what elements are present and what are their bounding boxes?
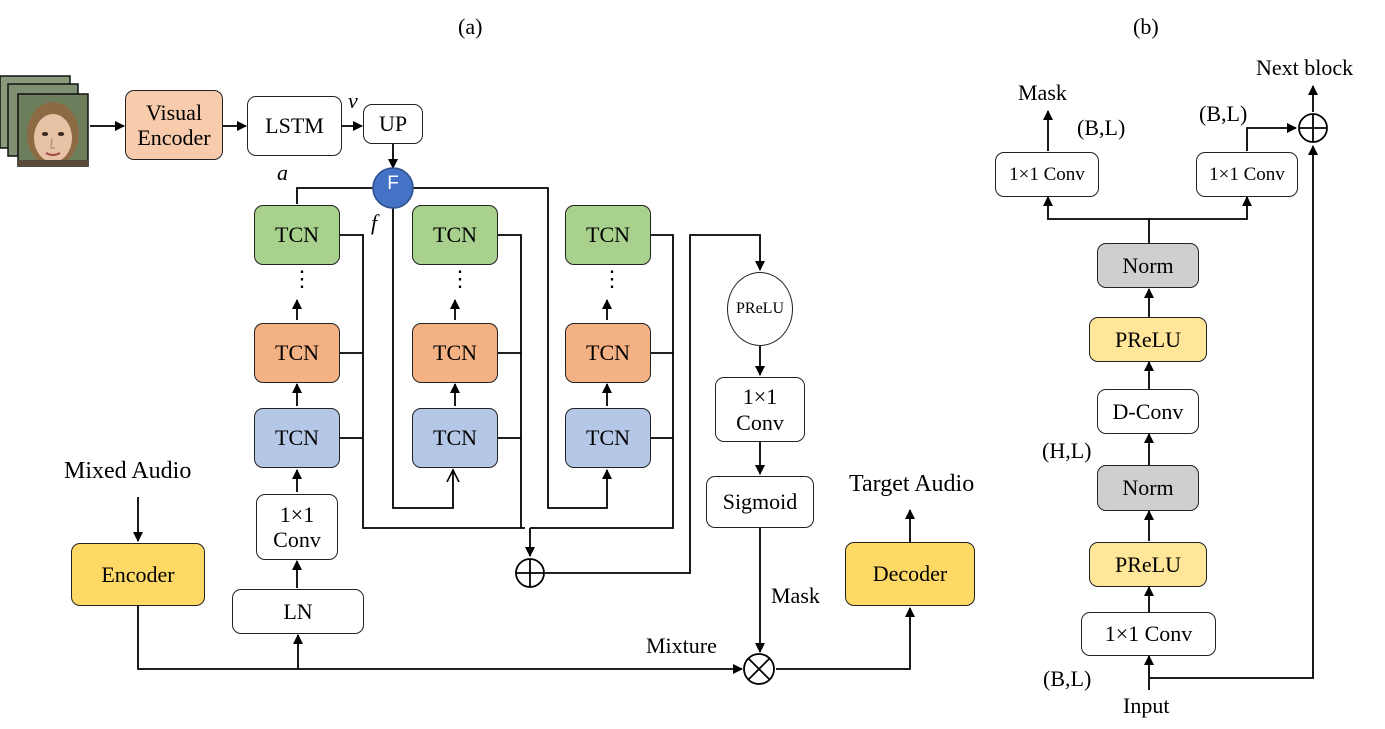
tcn-block1-bottom: TCN <box>254 408 340 468</box>
target-audio-label: Target Audio <box>849 471 975 497</box>
prelu-top-box: PReLU <box>1089 317 1207 362</box>
dots-block2: ⋮ <box>449 266 471 291</box>
tcn-block2-top: TCN <box>412 205 498 265</box>
mask-label-b: Mask <box>1018 80 1067 105</box>
mixture-label: Mixture <box>646 633 717 658</box>
panel-a-label: (a) <box>458 14 483 39</box>
mixed-audio-label: Mixed Audio <box>64 458 192 484</box>
sigmoid-box: Sigmoid <box>706 476 814 528</box>
fusion-label: F <box>387 173 399 194</box>
mask-label-a: Mask <box>771 583 820 608</box>
input-label: Input <box>1123 693 1170 718</box>
symbol-f: f <box>371 210 378 235</box>
tcn-block2-bottom: TCN <box>412 408 498 468</box>
dots-block1: ⋮ <box>291 266 313 291</box>
lstm-box: LSTM <box>247 96 342 156</box>
conv-out-right: 1×1 Conv <box>1196 152 1298 197</box>
conv-1x1-a: 1×1 Conv <box>256 494 338 560</box>
symbol-a: a <box>277 160 288 185</box>
encoder-box: Encoder <box>71 543 205 606</box>
tcn-block2-mid: TCN <box>412 323 498 383</box>
ln-box: LN <box>232 589 364 634</box>
conv-1x1-a-label: 1×1 Conv <box>273 501 321 552</box>
norm-bottom-box: Norm <box>1097 465 1199 511</box>
decoder-box: Decoder <box>845 542 975 606</box>
face-frames-icon <box>0 75 89 167</box>
panel-b-label: (b) <box>1133 14 1159 39</box>
tcn-block3-bottom: TCN <box>565 408 651 468</box>
prelu-bottom-box: PReLU <box>1089 542 1207 587</box>
conv-1x1-b-label: 1×1 Conv <box>736 384 784 435</box>
shape-bl-input: (B,L) <box>1043 666 1092 691</box>
conv-1x1-b: 1×1 Conv <box>715 377 805 442</box>
dconv-box: D-Conv <box>1097 389 1199 434</box>
prelu-a-node: PReLU <box>727 272 793 346</box>
tcn-block1-top: TCN <box>254 205 340 265</box>
conv-in-box: 1×1 Conv <box>1081 612 1216 656</box>
up-box: UP <box>363 104 423 144</box>
next-block-label: Next block <box>1256 55 1354 80</box>
shape-bl-left: (B,L) <box>1077 115 1126 140</box>
tcn-block3-mid: TCN <box>565 323 651 383</box>
tcn-block1-mid: TCN <box>254 323 340 383</box>
shape-hl: (H,L) <box>1042 438 1092 463</box>
norm-top-box: Norm <box>1097 243 1199 288</box>
dots-block3: ⋮ <box>601 266 623 291</box>
symbol-v: v <box>348 88 358 113</box>
fusion-node <box>372 167 414 209</box>
shape-bl-right: (B,L) <box>1199 101 1248 126</box>
visual-encoder-box: Visual Encoder <box>125 90 223 160</box>
conv-out-left: 1×1 Conv <box>995 152 1099 197</box>
tcn-block3-top: TCN <box>565 205 651 265</box>
